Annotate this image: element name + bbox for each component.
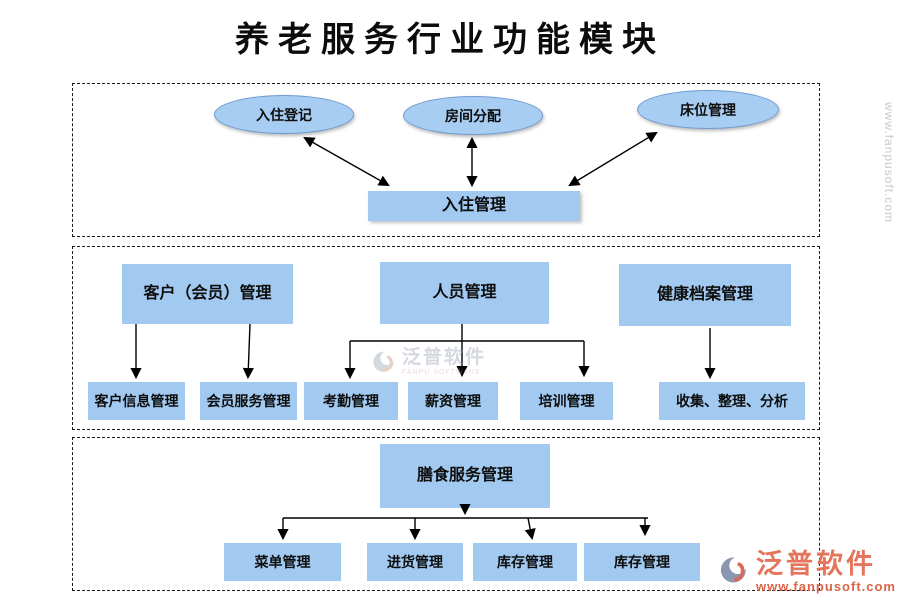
watermark-brand-text: 泛普软件 <box>402 347 487 368</box>
node-room-allocation: 房间分配 <box>403 96 543 135</box>
node-checkin-management: 入住管理 <box>368 191 580 221</box>
node-attendance-mgmt: 考勤管理 <box>304 382 398 420</box>
fanpu-logo-icon <box>720 551 752 594</box>
node-health-records-mgmt: 健康档案管理 <box>619 264 791 326</box>
node-menu-mgmt: 菜单管理 <box>224 543 341 581</box>
node-meal-service-mgmt: 膳食服务管理 <box>380 444 550 508</box>
watermark-center: 泛普软件 FANPU SOFTWARE <box>372 348 486 379</box>
node-checkin-registration: 入住登记 <box>214 95 354 134</box>
section-management <box>72 246 820 430</box>
node-inventory-mgmt-1: 库存管理 <box>473 543 577 581</box>
watermark-brand-text: 泛普软件 <box>755 549 876 579</box>
node-training-mgmt: 培训管理 <box>520 382 613 420</box>
watermark-url-text: www.fanpusoft.com <box>755 579 896 594</box>
node-inventory-mgmt-2: 库存管理 <box>584 543 700 581</box>
watermark-brand-sub: FANPU SOFTWARE <box>402 369 481 376</box>
node-purchase-mgmt: 进货管理 <box>367 543 463 581</box>
node-member-service-mgmt: 会员服务管理 <box>200 382 297 420</box>
node-collect-organize-analyze: 收集、整理、分析 <box>659 382 805 420</box>
node-personnel-mgmt: 人员管理 <box>380 262 549 324</box>
node-customer-member-mgmt: 客户（会员）管理 <box>122 264 293 324</box>
watermark-side-url: www.fanpusoft.com <box>882 102 896 224</box>
section-meal-service <box>72 437 820 591</box>
section-checkin <box>72 83 820 237</box>
node-bed-management: 床位管理 <box>637 90 779 129</box>
watermark-corner: 泛普软件 www.fanpusoft.com <box>720 551 896 594</box>
node-customer-info-mgmt: 客户信息管理 <box>88 382 185 420</box>
page-title: 养老服务行业功能模块 <box>235 21 665 59</box>
node-salary-mgmt: 薪资管理 <box>408 382 498 420</box>
fanpu-logo-icon <box>372 348 398 379</box>
